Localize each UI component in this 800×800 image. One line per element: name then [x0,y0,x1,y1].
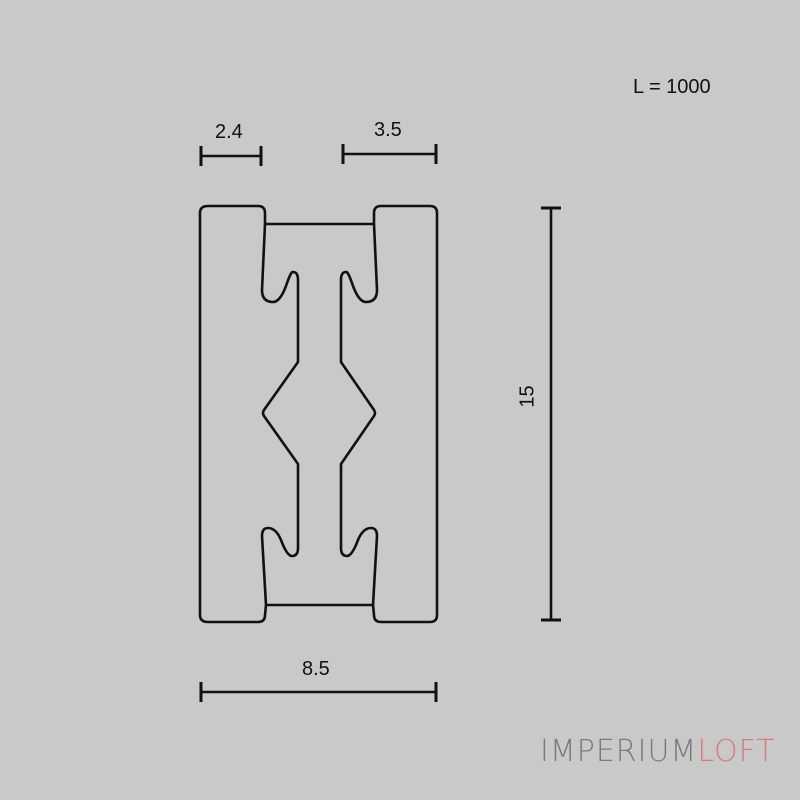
dimension-label-top-left: 2.4 [215,121,243,143]
dimension-label-total-width: 8.5 [302,658,330,680]
inner-channel-right [339,223,379,606]
brand-logo: IMPERIUMLOFT [540,734,776,769]
profile-outline [198,204,439,624]
dimension-top-right [341,144,438,164]
length-note: L = 1000 [633,76,711,98]
inner-channel [260,223,300,606]
dimension-height [541,206,561,622]
logo-part-loft: LOFT [697,734,776,769]
dimension-bottom-width [199,682,438,702]
dimension-label-height: 15 [516,385,539,408]
dimension-top-left [199,146,263,166]
logo-part-imperium: IMPERIUM [540,734,698,769]
dimension-label-top-right: 3.5 [374,119,402,141]
